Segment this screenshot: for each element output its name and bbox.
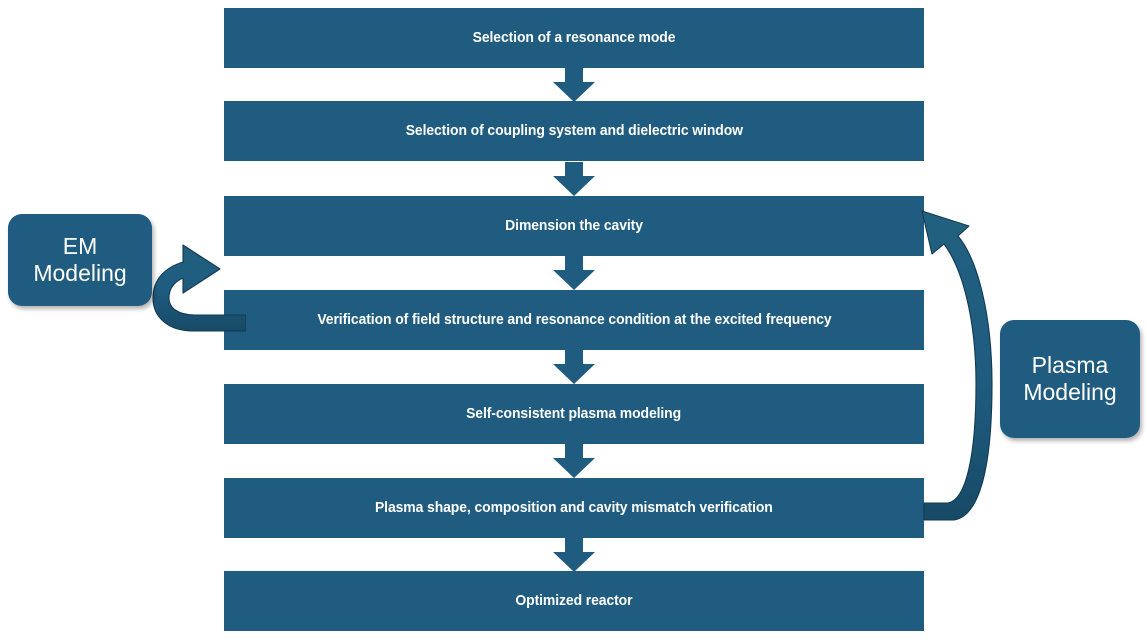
arrow-down-icon-3 xyxy=(553,256,595,290)
arrow-down-icon-1 xyxy=(553,68,595,102)
side-label-text: EM Modeling xyxy=(33,232,127,286)
process-box-optimized-reactor[interactable]: Optimized reactor xyxy=(224,571,924,631)
process-box-self-consistent-plasma-modeling[interactable]: Self-consistent plasma modeling xyxy=(224,384,924,444)
process-box-label: Self-consistent plasma modeling xyxy=(466,405,682,423)
arrow-down-icon-6 xyxy=(553,538,595,572)
process-box-selection-of-coupling-system[interactable]: Selection of coupling system and dielect… xyxy=(224,101,924,161)
process-box-label: Verification of field structure and reso… xyxy=(316,311,832,329)
process-box-label: Selection of a resonance mode xyxy=(472,29,676,47)
arrow-down-icon-2 xyxy=(553,162,595,196)
process-box-verification-of-field-structure[interactable]: Verification of field structure and reso… xyxy=(224,290,924,350)
process-box-dimension-the-cavity[interactable]: Dimension the cavity xyxy=(224,196,924,256)
process-box-label: Dimension the cavity xyxy=(505,217,643,235)
arrow-down-icon-5 xyxy=(553,444,595,478)
side-label-em-modeling[interactable]: EM Modeling xyxy=(8,214,152,306)
side-label-text: Plasma Modeling xyxy=(1023,351,1117,405)
arrow-down-icon-4 xyxy=(553,350,595,384)
curved-feedback-arrow-right-icon xyxy=(914,198,1000,534)
side-label-plasma-modeling[interactable]: Plasma Modeling xyxy=(1000,320,1140,438)
process-box-label: Selection of coupling system and dielect… xyxy=(405,122,743,140)
process-box-label: Optimized reactor xyxy=(515,592,633,610)
process-box-selection-of-a-resonance-mode[interactable]: Selection of a resonance mode xyxy=(224,8,924,68)
process-box-label: Plasma shape, composition and cavity mis… xyxy=(375,499,773,517)
process-box-plasma-shape-composition-mismatch[interactable]: Plasma shape, composition and cavity mis… xyxy=(224,478,924,538)
